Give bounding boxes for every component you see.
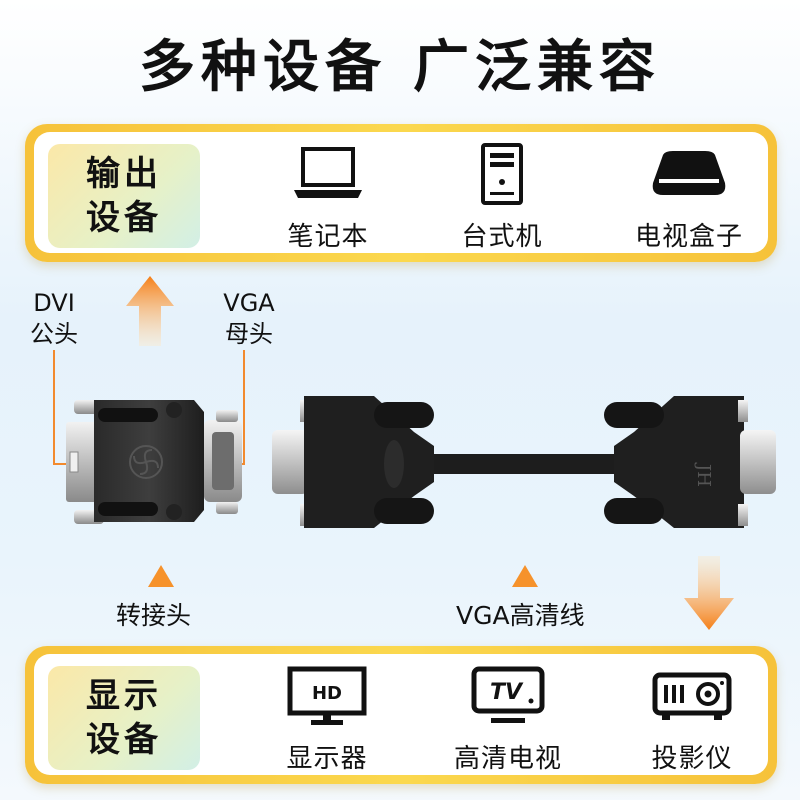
tv-label: 高清电视 [453,744,562,774]
monitor-device: HD 显示器 [252,664,402,775]
display-tag-line1: 显示 [86,676,162,716]
output-devices-tag: 输出设备 [48,144,200,248]
cable-pointer-icon [512,565,538,587]
output-devices-panel: 输出设备 笔记本 台式机 [25,124,777,262]
cable-caption: VGA高清线 [456,601,585,630]
projector-device: 投影仪 [617,664,767,775]
desktop-label: 台式机 [461,222,543,252]
output-tag-line2: 设备 [86,198,162,238]
desktop-device: 台式机 [427,142,577,253]
dvi-label-line1: DVI [33,289,75,317]
arrow-down-icon [684,556,734,630]
cable-brand-mark: JH [693,462,714,487]
hd-badge: HD [312,683,342,704]
tv-device: TV 高清电视 [433,664,583,775]
page-title: 多种设备广泛兼容 [0,22,800,103]
tv-box-icon [614,142,764,206]
display-devices-tag: 显示设备 [48,666,200,770]
dvi-male-label: DVI 公头 [24,288,84,350]
arrow-up-icon [126,276,174,346]
tv-box-label: 电视盒子 [634,222,743,252]
laptop-device: 笔记本 [253,142,403,253]
hd-monitor-icon: HD [252,664,402,728]
projector-icon [617,664,767,728]
projector-label: 投影仪 [651,744,733,774]
tv-icon: TV [433,664,583,728]
display-tag-line2: 设备 [86,720,162,760]
desktop-tower-icon [427,142,577,206]
adapter-caption: 转接头 [116,601,192,630]
title-part1: 多种设备 [139,35,387,100]
adapter-pointer-icon [148,565,174,587]
monitor-label: 显示器 [286,744,368,774]
output-tag-line1: 输出 [86,154,162,194]
vga-cable-image: JH [272,396,776,528]
title-part2: 广泛兼容 [413,35,661,100]
tv-badge: TV [490,680,524,705]
vga-female-label: VGA 母头 [216,288,282,350]
tv-box-device: 电视盒子 [614,142,764,253]
laptop-icon [253,142,403,206]
laptop-label: 笔记本 [287,222,369,252]
vga-label-line1: VGA [223,289,275,317]
display-devices-panel: 显示设备 HD 显示器 TV 高 [25,646,777,784]
vga-label-line2: 母头 [225,320,273,348]
dvi-label-line2: 公头 [30,320,78,348]
dvi-vga-adapter-image [66,400,242,524]
